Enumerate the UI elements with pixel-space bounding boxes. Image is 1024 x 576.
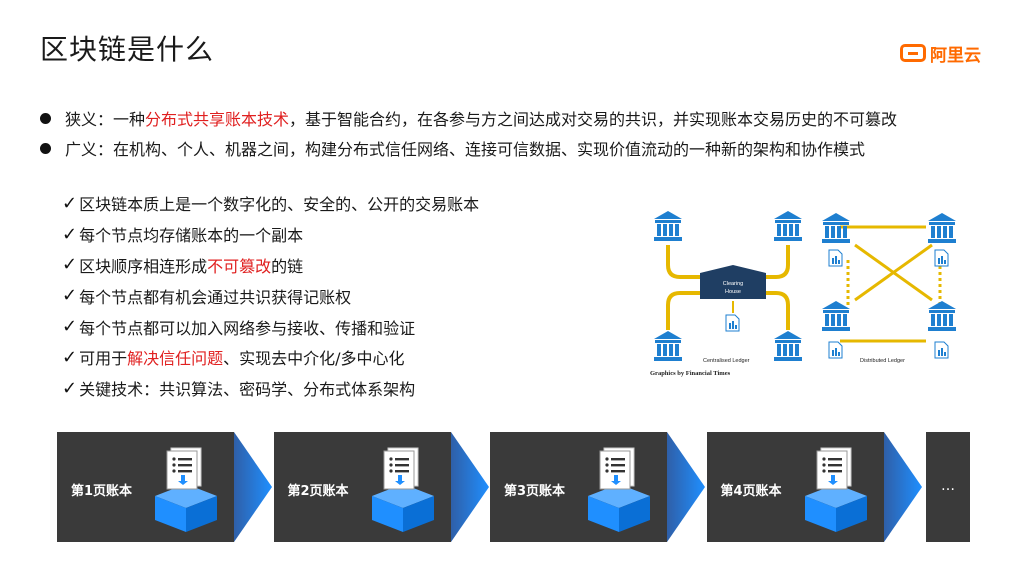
- ledger-doc-icon: [934, 249, 949, 267]
- check-icon: ✓: [62, 316, 78, 338]
- ledger-doc-icon: [828, 341, 843, 359]
- aliyun-logo: 阿里云: [900, 40, 981, 66]
- bullet-dot-icon: [40, 142, 51, 154]
- feature-item: ✓可用于解决信任问题、实现去中介化/多中心化: [62, 342, 602, 373]
- ledger-cube-icon: [588, 447, 650, 532]
- feature-text: 区块链本质上是一个数字化的、安全的、公开的交易账本: [79, 195, 480, 215]
- bullet-dot-icon: [40, 112, 51, 124]
- bank-icon: [654, 331, 682, 361]
- check-icon: ✓: [62, 223, 78, 245]
- ledger-block: 第3页账本: [490, 432, 667, 542]
- feature-text: 可用于: [79, 349, 128, 369]
- ledger-block-label: 第1页账本: [71, 484, 133, 499]
- bank-icon: [774, 211, 802, 241]
- definition-highlight: 分布式共享账本技术: [145, 110, 290, 129]
- chain-arrow-icon: [667, 432, 705, 542]
- ledger-block-label: 第4页账本: [720, 484, 782, 499]
- feature-text-after: 的链: [271, 256, 304, 276]
- feature-text-after: 、实现去中介化/多中心化: [223, 349, 405, 369]
- ledger-block-label: 第2页账本: [287, 484, 349, 499]
- check-icon: ✓: [62, 254, 78, 276]
- feature-item: ✓每个节点都可以加入网络参与接收、传播和验证: [62, 311, 602, 342]
- logo-text: 阿里云: [930, 45, 981, 66]
- ledger-comparison-diagram: Clearing House Centralised Ledger Graphi…: [650, 211, 956, 377]
- ledger-doc-icon: [828, 249, 843, 267]
- distributed-ledger-diagram: Distributed Ledger: [822, 213, 956, 364]
- feature-text: 每个节点都可以加入网络参与接收、传播和验证: [79, 318, 416, 338]
- ledger-cube-icon: [371, 447, 434, 532]
- feature-item: ✓区块顺序相连形成不可篡改的链: [62, 250, 602, 281]
- feature-item: ✓每个节点均存储账本的一个副本: [62, 219, 602, 250]
- definition-prefix: 广义：在机构、个人、机器之间，构建分布式信任网络、连接可信数据、实现价值流动的一…: [65, 140, 866, 159]
- feature-item: ✓区块链本质上是一个数字化的、安全的、公开的交易账本: [62, 188, 602, 219]
- feature-text: 每个节点均存储账本的一个副本: [79, 226, 304, 246]
- definition-narrow: 狭义：一种分布式共享账本技术，基于智能合约，在各参与方之间达成对交易的共识，并实…: [40, 103, 1000, 133]
- feature-text: 每个节点都有机会通过共识获得记账权: [79, 287, 352, 307]
- feature-item: ✓关键技术：共识算法、密码学、分布式体系架构: [62, 373, 602, 404]
- ellipsis-text: …: [941, 478, 955, 494]
- ledger-chain: 第1页账本 第2页账本 第3页账本 第4页账本 …: [57, 432, 970, 542]
- feature-text: 关键技术：共识算法、密码学、分布式体系架构: [79, 380, 416, 400]
- clearing-house-roof: [700, 265, 766, 273]
- definition-prefix: 狭义：一种: [65, 110, 146, 129]
- check-icon: ✓: [62, 377, 78, 399]
- definition-suffix: ，基于智能合约，在各参与方之间达成对交易的共识，并实现账本交易历史的不可篡改: [289, 110, 898, 129]
- chain-arrow-icon: [234, 432, 272, 542]
- diagram-credit: Graphics by Financial Times: [650, 370, 731, 377]
- ledger-block-label: 第3页账本: [504, 484, 566, 499]
- bank-icon: [774, 331, 802, 361]
- feature-highlight: 不可篡改: [207, 256, 272, 276]
- ledger-cube-icon: [804, 447, 867, 532]
- definition-broad: 广义：在机构、个人、机器之间，构建分布式信任网络、连接可信数据、实现价值流动的一…: [40, 133, 1000, 163]
- check-icon: ✓: [62, 285, 78, 307]
- clearing-house-label: House: [725, 289, 741, 295]
- chain-arrow-icon: [883, 432, 922, 542]
- bank-icon: [822, 301, 850, 331]
- definition-list: 狭义：一种分布式共享账本技术，基于智能合约，在各参与方之间达成对交易的共识，并实…: [40, 103, 1000, 163]
- feature-highlight: 解决信任问题: [127, 349, 224, 369]
- check-icon: ✓: [62, 192, 78, 214]
- feature-text: 区块顺序相连形成: [79, 256, 208, 276]
- slide-title: 区块链是什么: [40, 33, 215, 66]
- ellipsis-block: …: [926, 432, 970, 542]
- ledger-block: 第4页账本: [706, 432, 884, 542]
- bank-icon: [822, 213, 850, 243]
- ledger-doc-icon: [934, 341, 949, 359]
- centralised-ledger-diagram: Clearing House Centralised Ledger Graphi…: [650, 211, 802, 377]
- chain-arrow-icon: [450, 432, 489, 542]
- centralised-ledger-label: Centralised Ledger: [703, 358, 750, 364]
- distributed-ledger-label: Distributed Ledger: [860, 358, 905, 364]
- aliyun-logo-icon: [900, 44, 926, 62]
- bank-icon: [928, 301, 956, 331]
- clearing-house-label: Clearing: [723, 281, 743, 287]
- ledger-block: 第1页账本: [57, 432, 234, 542]
- ledger-block: 第2页账本: [273, 432, 451, 542]
- ledger-doc-icon: [725, 314, 740, 332]
- clearing-house-icon: [700, 273, 766, 299]
- feature-item: ✓每个节点都有机会通过共识获得记账权: [62, 280, 602, 311]
- check-icon: ✓: [62, 346, 78, 368]
- bank-icon: [654, 211, 682, 241]
- ledger-cube-icon: [155, 447, 217, 532]
- feature-list: ✓区块链本质上是一个数字化的、安全的、公开的交易账本 ✓每个节点均存储账本的一个…: [62, 188, 602, 404]
- bank-icon: [928, 213, 956, 243]
